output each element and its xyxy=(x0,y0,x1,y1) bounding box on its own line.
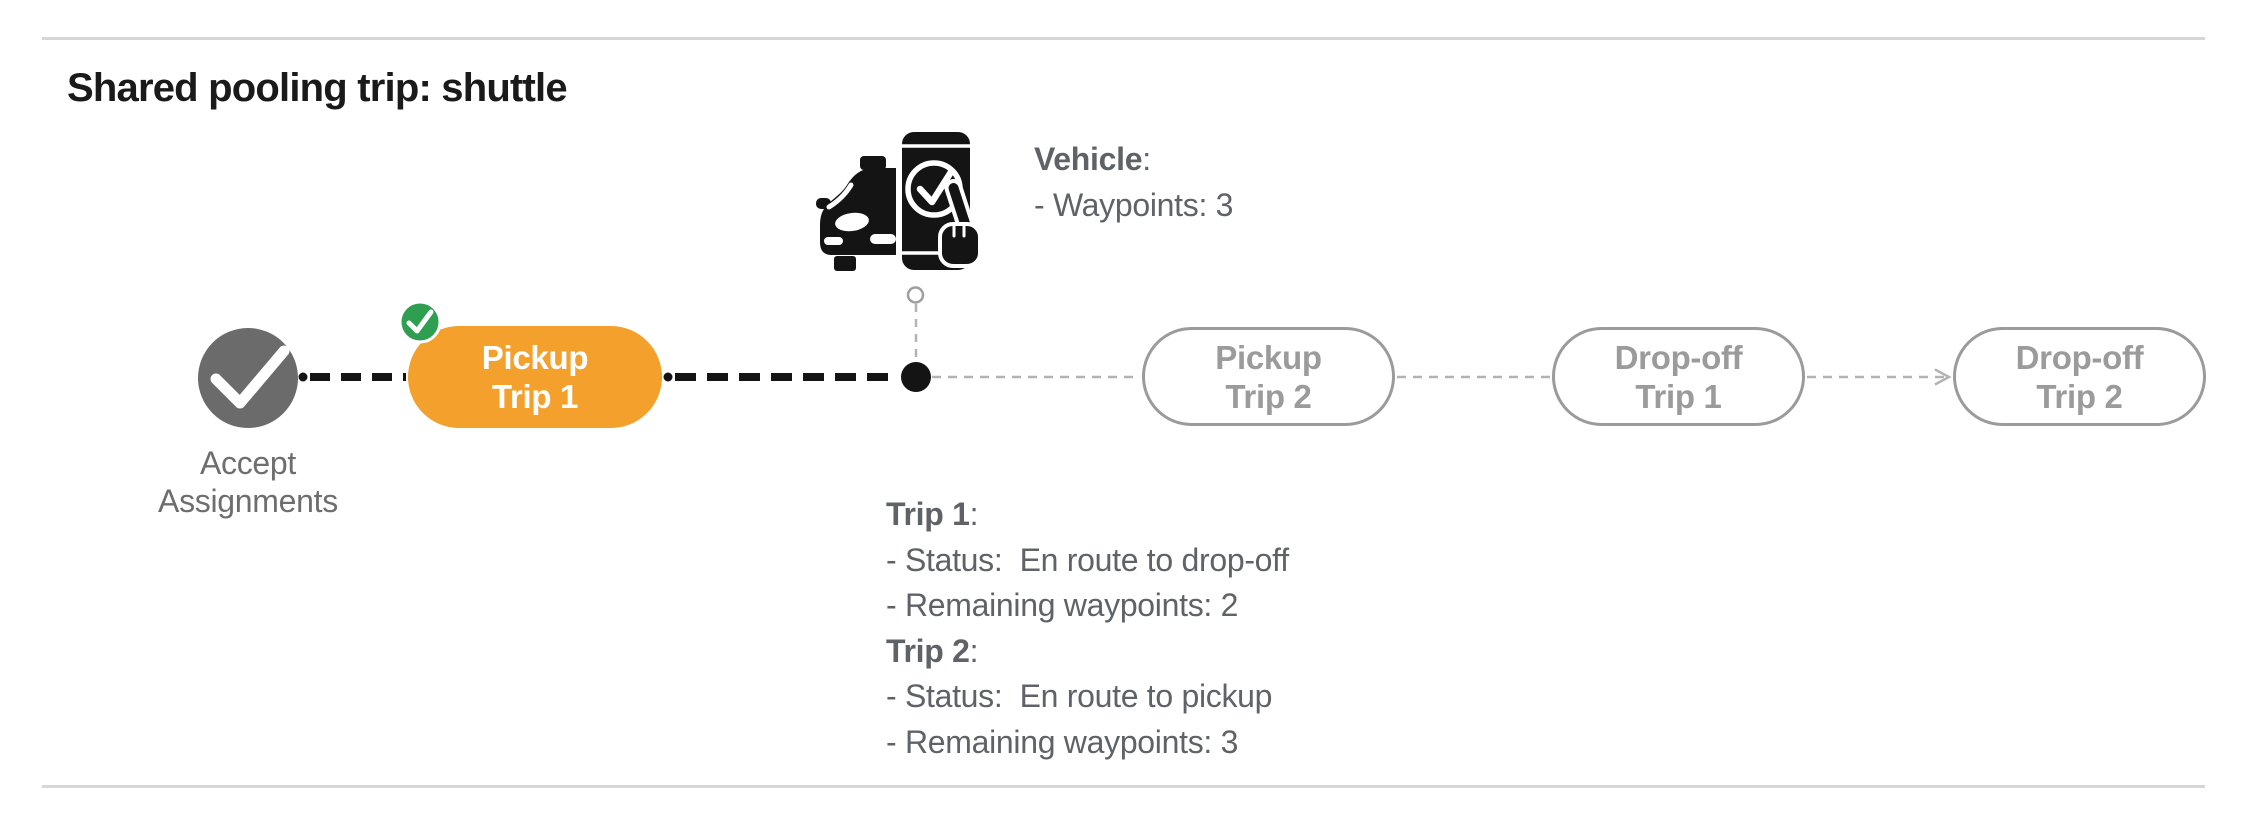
trip1-waypoints: - Remaining waypoints: 2 xyxy=(886,587,1239,623)
node-label-line: Trip 1 xyxy=(1635,377,1722,415)
check-icon xyxy=(398,300,442,344)
accept-assignments-label: Accept Assignments xyxy=(158,445,338,519)
connector-dot xyxy=(663,372,673,382)
trip1-status: - Status: En route to drop-off xyxy=(886,541,1289,578)
node-dropoff-trip-2: Drop-off Trip 2 xyxy=(1953,327,2206,426)
vehicle-info-waypoints: - Waypoints: 3 xyxy=(1034,186,1234,223)
node-accept-assignments xyxy=(198,328,298,428)
page-title: Shared pooling trip: shuttle xyxy=(67,66,568,110)
node-label-line: Trip 2 xyxy=(1225,377,1312,415)
trip2-waypoints: - Remaining waypoints: 3 xyxy=(886,723,1239,760)
connector-dot xyxy=(298,372,308,382)
node-pickup-trip-1: Pickup Trip 1 xyxy=(408,326,662,428)
node-label-line: Drop-off xyxy=(1614,338,1743,376)
vehicle-info-heading: Vehicle: xyxy=(1034,141,1151,177)
node-label-line: Pickup xyxy=(481,339,589,376)
bottom-divider xyxy=(42,785,2205,788)
completed-badge xyxy=(398,300,442,344)
check-icon xyxy=(210,345,290,409)
node-dropoff-trip-1: Drop-off Trip 1 xyxy=(1552,327,1805,426)
trip2-heading: Trip 2: xyxy=(886,632,979,669)
node-label-line: Trip 1 xyxy=(491,378,579,415)
vehicle-info: Vehicle: - Waypoints: 3 xyxy=(1034,137,1233,228)
node-label-line: Pickup xyxy=(1215,338,1322,376)
node-label-line: Trip 2 xyxy=(2036,377,2123,415)
vehicle-phone-check-icon xyxy=(816,128,980,274)
node-label-line: Drop-off xyxy=(2015,338,2144,376)
node-pickup-trip-2: Pickup Trip 2 xyxy=(1142,327,1395,426)
trip2-status: - Status: En route to pickup xyxy=(886,678,1273,714)
top-divider xyxy=(42,37,2205,40)
trip1-heading: Trip 1: xyxy=(886,496,979,532)
current-position-dot xyxy=(901,362,931,392)
arrow-right-icon xyxy=(1934,368,1952,386)
trip-info: Trip 1: - Status: En route to drop-off -… xyxy=(886,492,1289,765)
vehicle-anchor-circle xyxy=(906,286,925,304)
